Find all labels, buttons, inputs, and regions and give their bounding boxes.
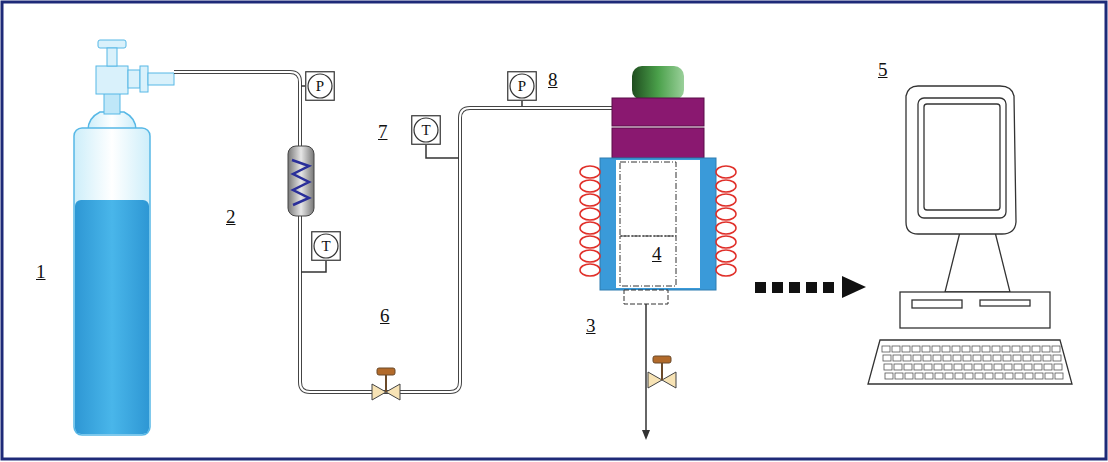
- heating-coil: [580, 222, 600, 234]
- gauge: T: [311, 231, 341, 261]
- callout-number: 6: [380, 306, 390, 325]
- heating-coil: [580, 250, 600, 262]
- preheater: [288, 146, 314, 216]
- gauge-stub: [301, 86, 522, 272]
- gauge-symbol: T: [311, 239, 341, 254]
- callout-number: 5: [878, 60, 888, 79]
- heating-coil: [580, 236, 600, 248]
- heating-coil: [580, 180, 600, 192]
- gauge-symbol: P: [305, 79, 335, 94]
- heating-coil: [716, 236, 736, 248]
- pipe: [174, 72, 632, 392]
- callout-number: 4: [650, 244, 664, 263]
- heating-coil: [716, 264, 736, 276]
- heating-coil: [716, 250, 736, 262]
- equilibrium-cell: [580, 66, 736, 440]
- gauge: P: [305, 71, 335, 101]
- heating-coil: [580, 166, 600, 178]
- callout-number: 8: [548, 70, 558, 89]
- heating-coil: [580, 194, 600, 206]
- data-link-arrow: [755, 276, 866, 298]
- callout-number: 3: [586, 316, 596, 335]
- callout-number: 2: [226, 207, 236, 226]
- heating-coil: [580, 208, 600, 220]
- heating-coil: [716, 194, 736, 206]
- gauge-symbol: T: [411, 123, 441, 138]
- heating-coil: [716, 208, 736, 220]
- gauge-symbol: P: [507, 79, 537, 94]
- callout-number: 1: [36, 262, 46, 281]
- gauge: P: [507, 71, 537, 101]
- heating-coil: [716, 180, 736, 192]
- computer: [868, 86, 1072, 384]
- valve: [372, 368, 400, 400]
- heating-coil: [580, 264, 600, 276]
- gas-cylinder: [74, 40, 174, 435]
- heating-coil: [716, 166, 736, 178]
- gauge: T: [411, 115, 441, 145]
- callout-number: 7: [378, 122, 388, 141]
- heating-coil: [716, 222, 736, 234]
